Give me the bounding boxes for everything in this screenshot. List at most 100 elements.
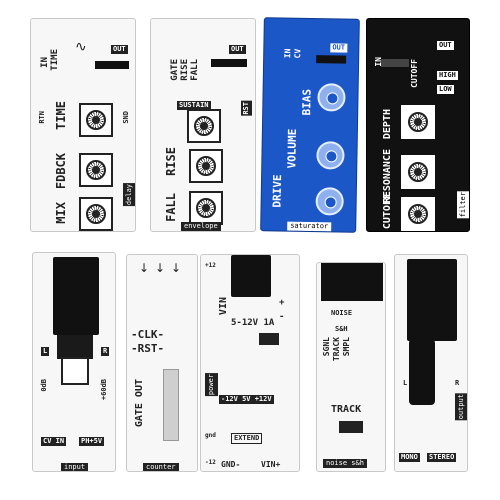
power-gnd-minus-label: GND-: [221, 460, 241, 469]
filter-out-label: OUT: [437, 41, 454, 50]
delay-mix-label: MIX: [54, 202, 68, 224]
sat-bias-knob[interactable]: [317, 83, 346, 112]
output-slide-switch[interactable]: [409, 339, 435, 405]
sat-drive-knob[interactable]: [315, 187, 344, 216]
delay-module: IN TIME ∿ OUT RTN SND TIME FDBCK MIX del…: [30, 18, 136, 232]
input-jack[interactable]: [53, 257, 99, 335]
env-gate-label: GATE: [170, 59, 180, 81]
power-module: +12 VIN 5-12V 1A + - power -12V 5V +12V …: [200, 254, 300, 472]
filter-depth-knob[interactable]: [401, 105, 435, 139]
counter-gate-out-label: GATE OUT: [134, 379, 145, 428]
filter-resonance-knob[interactable]: [401, 155, 435, 189]
delay-out-label: OUT: [111, 45, 128, 54]
sat-volume-label: VOLUME: [285, 128, 299, 169]
input-footer: input: [61, 463, 89, 471]
delay-time-label: TIME: [54, 101, 68, 130]
envelope-module: GATE RISE FALL OUT SUSTAIN RST RISE FALL…: [150, 18, 256, 232]
saturator-module: IN CV OUT DRIVE VOLUME BIAS saturator: [260, 17, 360, 233]
filter-module: IN CUTOFF OUT HIGH LOW DEPTH RESONANCE C…: [366, 18, 470, 232]
output-r-label: R: [453, 379, 462, 388]
env-fall-label: FALL: [164, 193, 178, 222]
sat-in-label: IN: [283, 48, 293, 59]
delay-rtn-label: RTN: [38, 111, 46, 124]
power-gnd-label: gnd: [205, 432, 216, 439]
env-rise-knob[interactable]: [189, 149, 223, 183]
sat-footer: saturator: [287, 221, 332, 232]
env-fall-top-label: FALL: [190, 59, 200, 81]
output-module: L R output MONO STEREO: [394, 254, 468, 472]
input-jack-body: [57, 335, 93, 359]
output-jack[interactable]: [407, 259, 457, 341]
env-rst-label: RST: [241, 101, 252, 116]
sat-header-top: [316, 55, 347, 64]
input-module: L R 0dB +60dB CV IN PH+5V input: [32, 252, 116, 472]
power-rails-label: -12V 5V +12V: [219, 395, 274, 404]
counter-footer: counter: [143, 463, 179, 471]
noise-smpl-label: SMPL: [342, 337, 351, 357]
input-r-label: R: [101, 347, 110, 356]
input-l-label: L: [41, 347, 50, 356]
power-vin-label: VIN: [218, 297, 229, 316]
counter-clk-label: -CLK-: [131, 328, 165, 341]
input-60db-label: +60dB: [100, 379, 108, 401]
noise-chip: [339, 421, 363, 433]
filter-header-top: [381, 59, 409, 67]
env-footer: envelope: [181, 222, 221, 231]
env-out-label: OUT: [229, 45, 246, 54]
input-0db-label: 0dB: [40, 379, 48, 392]
sat-drive-label: DRIVE: [270, 174, 285, 208]
delay-snd-label: SND: [122, 111, 130, 124]
delay-in-label: IN: [40, 57, 50, 68]
env-sustain-knob[interactable]: [187, 109, 221, 143]
delay-time-top-label: TIME: [50, 49, 60, 71]
squiggle-icon: ∿: [75, 39, 87, 55]
power-p12-label: +12: [205, 262, 216, 269]
noise-label: NOISE: [329, 309, 355, 318]
counter-rst-label: -RST-: [131, 342, 165, 355]
delay-fdbck-label: FDBCK: [54, 153, 68, 190]
env-sustain-label: SUSTAIN: [177, 101, 211, 110]
sat-cv-label: CV: [293, 48, 303, 59]
filter-cutoff-label: CUTOFF: [382, 193, 393, 230]
counter-module: ↓ ↓ ↓ -CLK- -RST- GATE OUT counter: [126, 254, 198, 472]
input-cvin-label: CV IN: [41, 437, 67, 446]
output-footer: output: [455, 393, 467, 421]
power-jack[interactable]: [231, 255, 271, 297]
power-extend-label: EXTEND: [231, 433, 263, 444]
noise-track-big-label: TRACK: [331, 404, 362, 415]
power-range-label: 5-12V 1A: [231, 318, 275, 328]
delay-footer: delay: [123, 183, 135, 207]
noise-footer: noise s&h: [323, 459, 367, 468]
input-ph5v-label: PH+5V: [79, 437, 105, 446]
noise-top-header: [321, 263, 383, 301]
power-footer: power: [205, 373, 218, 397]
noise-sh-module: NOISE S&H SGNL TRACK SMPL TRACK noise s&…: [316, 262, 386, 472]
arrow-down-icon: ↓: [171, 261, 182, 275]
delay-fdbck-knob[interactable]: [79, 153, 113, 187]
noise-sh-label: S&H: [333, 325, 350, 334]
output-mono-label: MONO: [399, 453, 420, 462]
noise-sgnl-label: SGNL: [322, 337, 331, 357]
power-plus-label: +: [279, 298, 285, 308]
filter-high-label: HIGH: [437, 71, 458, 80]
output-stereo-label: STEREO: [427, 453, 457, 462]
power-regulator: [259, 333, 279, 345]
filter-footer: filter: [457, 191, 469, 219]
delay-time-knob[interactable]: [79, 103, 113, 137]
filter-depth-label: DEPTH: [382, 109, 393, 140]
power-m12-label: -12: [205, 459, 216, 466]
counter-pin-header: [163, 369, 179, 441]
filter-cutoff-knob[interactable]: [401, 197, 435, 231]
filter-cutoff-top-label: CUTOFF: [410, 59, 419, 88]
filter-low-label: LOW: [437, 85, 454, 94]
delay-header-top: [95, 61, 129, 69]
delay-mix-knob[interactable]: [79, 197, 113, 231]
input-switch[interactable]: [61, 357, 89, 385]
arrow-down-icon: ↓: [139, 261, 150, 275]
power-minus-label: -: [279, 312, 285, 322]
env-rise-label: RISE: [164, 147, 178, 176]
env-fall-knob[interactable]: [189, 191, 223, 225]
sat-volume-knob[interactable]: [316, 141, 345, 170]
env-header-top: [211, 59, 247, 67]
arrow-down-icon: ↓: [155, 261, 166, 275]
